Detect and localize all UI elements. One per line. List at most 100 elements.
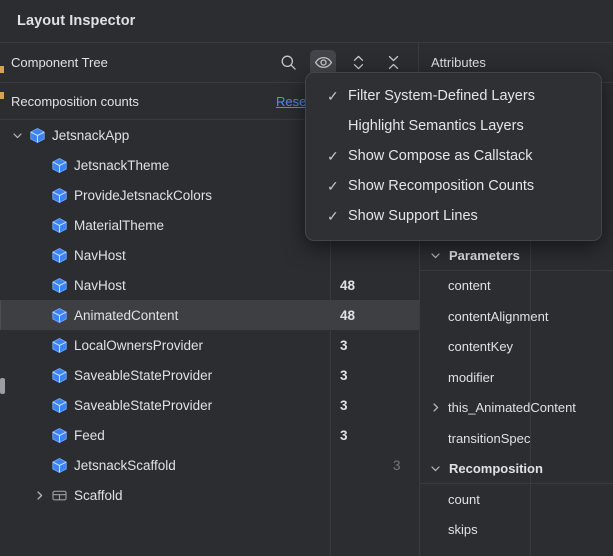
- compose-node-icon: [51, 367, 68, 384]
- attribute-label: count: [448, 491, 480, 507]
- twisty-spacer: [32, 308, 46, 322]
- chevron-down-icon[interactable]: [429, 249, 442, 262]
- chevron-down-icon[interactable]: [429, 462, 442, 475]
- attribute-label: modifier: [448, 369, 495, 385]
- tree-row[interactable]: SaveableStateProvider 3: [0, 360, 419, 390]
- tree-row[interactable]: ProvideJetsnackColors: [0, 180, 419, 210]
- recomposition-count: 48: [340, 307, 356, 323]
- chevron-right-icon[interactable]: [32, 488, 46, 502]
- panel-header-row: Component Tree: [0, 43, 613, 83]
- attribute-group-row[interactable]: Parameters: [420, 240, 613, 271]
- attributes-title: Attributes: [431, 55, 486, 70]
- twisty-spacer: [32, 368, 46, 382]
- view-options-menu[interactable]: ✓ Filter System-Defined Layers ✓Highlight …: [305, 72, 602, 241]
- tree-row[interactable]: MaterialTheme: [0, 210, 419, 240]
- expand-all-icon[interactable]: [345, 50, 371, 76]
- attribute-row[interactable]: transitionSpec: [420, 423, 613, 454]
- check-icon: ✓: [327, 88, 339, 104]
- attribute-row[interactable]: content: [420, 271, 613, 302]
- recomposition-count: 48: [340, 277, 356, 293]
- recomposition-count-column-divider: [330, 120, 331, 556]
- attribute-row[interactable]: this_AnimatedContent: [420, 393, 613, 424]
- twisty-spacer: [32, 248, 46, 262]
- eye-icon[interactable]: [310, 49, 336, 76]
- gutter-scroll-thumb[interactable]: [0, 378, 5, 394]
- tree-row-label: Feed: [74, 427, 105, 443]
- twisty-spacer: [32, 188, 46, 202]
- compose-node-icon: [51, 247, 68, 264]
- tree-row-label: LocalOwnersProvider: [74, 337, 204, 353]
- compose-node-icon: [51, 427, 68, 444]
- attributes-panel-divider: [419, 83, 420, 556]
- attribute-row[interactable]: contentKey: [420, 332, 613, 363]
- tree-row-label: SaveableStateProvider: [74, 397, 213, 413]
- twisty-spacer: [32, 398, 46, 412]
- chevron-down-icon[interactable]: [10, 128, 24, 142]
- recomposition-count: 3: [340, 397, 348, 413]
- menu-item-label: Show Recomposition Counts: [348, 178, 535, 194]
- tree-row[interactable]: JetsnackApp: [0, 120, 419, 150]
- recomposition-counts-label: Recomposition counts: [11, 93, 139, 109]
- compose-node-icon: [51, 217, 68, 234]
- tree-row[interactable]: AnimatedContent 48: [0, 300, 419, 330]
- attributes-rows: Parameters content contentAlignment content…: [420, 240, 613, 545]
- menu-item[interactable]: ✓Show Support Lines: [306, 201, 601, 231]
- compose-node-icon: [51, 277, 68, 294]
- gutter-marker: [0, 66, 4, 73]
- chevron-right-icon[interactable]: [429, 401, 442, 414]
- component-tree-header: Component Tree: [0, 43, 419, 82]
- compose-node-icon: [51, 397, 68, 414]
- check-icon: ✓: [327, 148, 339, 164]
- tree-row[interactable]: NavHost: [0, 240, 419, 270]
- window-titlebar: Layout Inspector: [0, 0, 613, 43]
- attribute-label: Recomposition: [449, 461, 543, 477]
- menu-item-label: Filter System-Defined Layers: [348, 88, 535, 104]
- recomposition-count: 3: [340, 367, 348, 383]
- attribute-group-row[interactable]: Recomposition: [420, 454, 613, 485]
- attribute-label: contentAlignment: [448, 308, 549, 324]
- attribute-label: content: [448, 278, 491, 294]
- menu-item[interactable]: ✓ Filter System-Defined Layers: [306, 81, 601, 111]
- menu-item[interactable]: ✓ Show Recomposition Counts: [306, 171, 601, 201]
- tree-row-label: ProvideJetsnackColors: [74, 187, 213, 203]
- attribute-row[interactable]: skips: [420, 515, 613, 546]
- tree-row[interactable]: NavHost 48: [0, 270, 419, 300]
- tree-row-label: SaveableStateProvider: [74, 367, 213, 383]
- compose-node-icon: [51, 157, 68, 174]
- tree-row[interactable]: Scaffold: [0, 480, 419, 510]
- tree-row-label: AnimatedContent: [74, 307, 179, 323]
- collapse-all-icon[interactable]: [380, 50, 406, 76]
- menu-item[interactable]: ✓Highlight Semantics Layers: [306, 111, 601, 141]
- component-tree-title: Component Tree: [11, 55, 108, 70]
- attributes-list[interactable]: Parameters content contentAlignment content…: [420, 240, 613, 556]
- twisty-spacer: [32, 218, 46, 232]
- check-icon: ✓: [327, 178, 339, 194]
- tree-row-label: JetsnackTheme: [74, 157, 170, 173]
- attribute-label: Parameters: [449, 247, 520, 263]
- attribute-row[interactable]: modifier: [420, 362, 613, 393]
- tree-row-label: NavHost: [74, 247, 126, 263]
- attribute-row[interactable]: count: [420, 484, 613, 515]
- attribute-row[interactable]: contentAlignment: [420, 301, 613, 332]
- search-icon[interactable]: [275, 50, 301, 76]
- twisty-spacer: [32, 458, 46, 472]
- gutter-marker: [0, 92, 4, 99]
- twisty-spacer: [32, 158, 46, 172]
- tree-row[interactable]: SaveableStateProvider 3: [0, 390, 419, 420]
- twisty-spacer: [32, 428, 46, 442]
- tree-row-label: NavHost: [74, 277, 126, 293]
- tree-row-label: Scaffold: [74, 487, 123, 503]
- attribute-label: skips: [448, 522, 478, 538]
- reset-link[interactable]: Reset: [276, 93, 310, 109]
- menu-item-label: Show Compose as Callstack: [348, 148, 533, 164]
- tree-row[interactable]: JetsnackTheme: [0, 150, 419, 180]
- menu-item[interactable]: ✓ Show Compose as Callstack: [306, 141, 601, 171]
- compose-node-icon: [51, 307, 68, 324]
- tree-row-label: MaterialTheme: [74, 217, 165, 233]
